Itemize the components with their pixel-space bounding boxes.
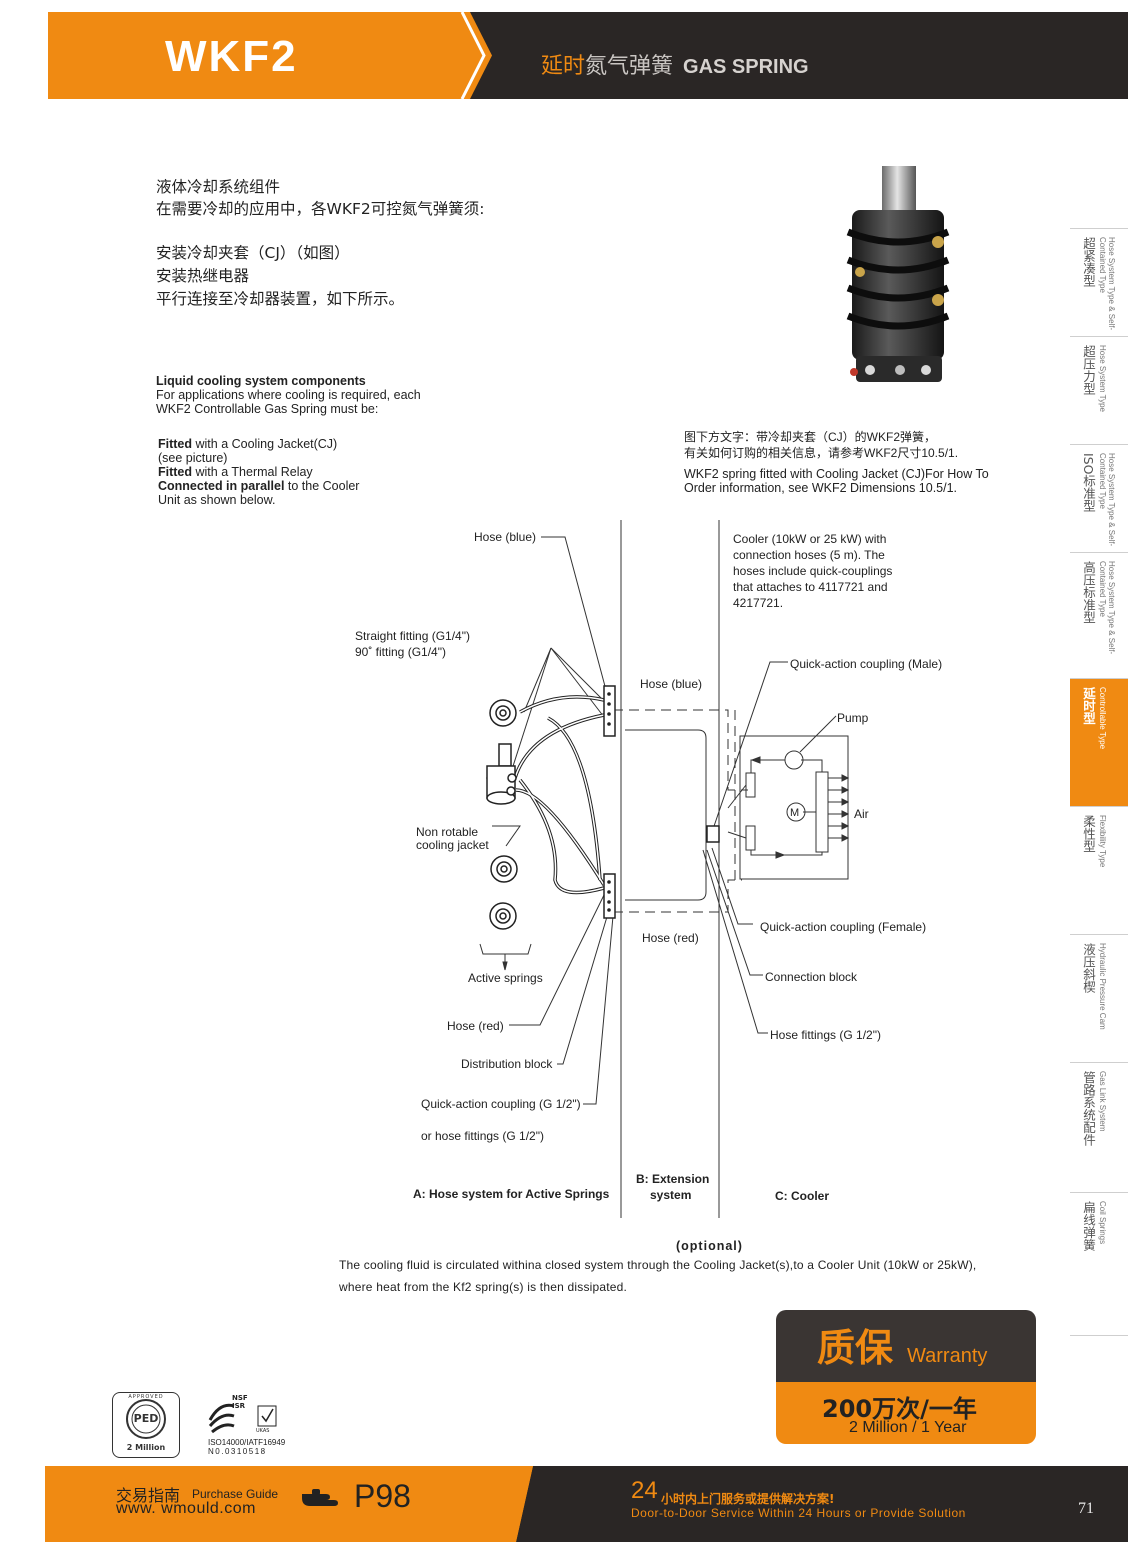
ped-approved-text: APPROVED: [128, 1394, 164, 1400]
warranty-value-cn: 200万次/一年: [822, 1395, 977, 1423]
label-air: Air: [854, 807, 869, 821]
cooler-note-line4: that attaches to 4117721 and: [733, 580, 888, 594]
intro-cn-line1: 液体冷却系统组件: [156, 178, 281, 196]
header-title-cn: 氮气弹簧: [585, 54, 674, 79]
warranty-header: [776, 1310, 1036, 1382]
label-hose-blue-top: Hose (blue): [474, 530, 537, 544]
section-c-label: C: Cooler: [775, 1189, 829, 1203]
intro-en-heading: Liquid cooling system components: [156, 374, 366, 388]
optional-label: (optional): [676, 1239, 743, 1253]
warranty-cn: 质保: [817, 1326, 894, 1370]
ped-seal-icon: [126, 1399, 166, 1439]
label-qa-coupling-a: Quick-action coupling (G 1/2"): [421, 1097, 581, 1111]
header-title: 延时氮气弹簧 GAS SPRING: [541, 48, 809, 80]
model-title: WKF2: [165, 32, 298, 81]
label-hose-fittings-c: Hose fittings (G 1/2"): [770, 1028, 881, 1042]
nsf-text: NSF: [232, 1394, 248, 1402]
label-qa-female: Quick-action coupling (Female): [760, 920, 927, 934]
intro-en-line2: WKF2 Controllable Gas Spring must be:: [156, 402, 379, 416]
ped-bottom-text: 2 Million: [126, 1443, 166, 1452]
isr-text: ISR: [232, 1402, 246, 1410]
intro-cn-line5: 平行连接至冷却器装置，如下所示。: [156, 290, 405, 308]
intro-en-unit: Unit as shown below.: [158, 493, 276, 507]
gas-spring-product-image: [846, 166, 950, 382]
label-cooling-jacket: cooling jacket: [416, 838, 489, 852]
footer-orange-band: [45, 1466, 533, 1542]
ukas-text: UKAS: [256, 1428, 270, 1434]
footer-service-number: 24: [631, 1477, 658, 1504]
label-motor: M: [790, 807, 800, 819]
label-90-fitting: 90˚ fitting (G1/4"): [355, 645, 446, 659]
label-hose-blue-mid: Hose (blue): [640, 677, 703, 691]
warranty-body: [776, 1382, 1036, 1444]
label-hose-red-mid: Hose (red): [642, 931, 699, 945]
caption-en-line2: Order information, see WKF2 Dimensions 1…: [684, 481, 958, 495]
caption-cn-line2: 有关如何订购的相关信息，请参考WKF2尺寸10.5/1.: [684, 446, 959, 460]
footer-page-ref[interactable]: P98: [354, 1478, 411, 1514]
label-hose-fittings-a: or hose fittings (G 1/2"): [421, 1129, 544, 1143]
warranty-en: Warranty: [907, 1345, 988, 1367]
header-dark-band: [458, 12, 1128, 99]
intro-en-connected: Connected in parallel to the Cooler: [158, 479, 360, 493]
cert-number: N0.0310518: [208, 1447, 267, 1456]
intro-cn-line2: 在需要冷却的应用中，各WKF2可控氮气弹簧须:: [156, 200, 485, 218]
footer-divider-icon: [516, 1466, 546, 1542]
page-number: 71: [1078, 1500, 1094, 1517]
cooler-note-line5: 4217721.: [733, 596, 784, 610]
section-b-label-1: B: Extension: [636, 1172, 710, 1186]
iso-text: ISO14000/IATF16949: [208, 1438, 286, 1447]
footer-purchase-en: Purchase Guide: [192, 1487, 279, 1501]
footer-purchase-cn: 交易指南: [116, 1486, 181, 1505]
intro-en-see-picture: (see picture): [158, 451, 228, 465]
footer-service-cn: 小时内上门服务或提供解决方案!: [661, 1492, 835, 1506]
header-orange-band: [48, 12, 458, 99]
warranty-value-en: 2 Million / 1 Year: [849, 1419, 967, 1436]
ped-text: PED: [133, 1412, 159, 1425]
pointing-hand-icon: [302, 1489, 338, 1506]
ped-cert-badge: APPROVED PED 2 Million: [112, 1392, 180, 1458]
label-active-springs: Active springs: [468, 971, 543, 985]
intro-cn-line3: 安装冷却夹套（CJ）（如图）: [156, 244, 350, 262]
optional-line2: where heat from the Kf2 spring(s) is the…: [339, 1280, 628, 1294]
intro-en-fitted2: Fitted with a Thermal Relay: [158, 465, 313, 479]
label-connection-block: Connection block: [765, 970, 858, 984]
label-qa-male: Quick-action coupling (Male): [790, 657, 943, 671]
nsf-isr-logo-icon: [208, 1403, 277, 1434]
optional-line1: The cooling fluid is circulated withina …: [339, 1258, 977, 1272]
footer-dark-band: [533, 1466, 1128, 1542]
cooler-note-line3: hoses include quick-couplings: [733, 564, 893, 578]
footer-service-en: Door-to-Door Service Within 24 Hours or …: [631, 1506, 966, 1520]
section-a-label: A: Hose system for Active Springs: [413, 1187, 610, 1201]
cooler-note-line2: connection hoses (5 m). The: [733, 548, 885, 562]
label-straight-fitting: Straight fitting (G1/4"): [355, 629, 470, 643]
caption-cn-line1: 图下方文字：带冷却夹套（CJ）的WKF2弹簧，: [684, 430, 937, 444]
label-distribution-block: Distribution block: [461, 1057, 553, 1071]
header-title-accent: 延时: [541, 54, 586, 79]
label-non-rotable: Non rotable: [416, 825, 479, 839]
section-b-label-2: system: [650, 1188, 692, 1202]
cooler-note-line1: Cooler (10kW or 25 kW) with: [733, 532, 887, 546]
intro-cn-line4: 安装热继电器: [156, 267, 250, 285]
intro-en-fitted1: Fitted with a Cooling Jacket(CJ): [158, 437, 338, 451]
footer-website-link[interactable]: www. wmould.com: [116, 1500, 256, 1517]
caption-en-line1: WKF2 spring fitted with Cooling Jacket (…: [684, 467, 989, 481]
intro-en-line1: For applications where cooling is requir…: [156, 388, 421, 402]
label-pump: Pump: [837, 711, 869, 725]
header-title-en: GAS SPRING: [683, 56, 809, 78]
header-arrow-icon: [456, 12, 492, 99]
label-hose-red-low: Hose (red): [447, 1019, 504, 1033]
